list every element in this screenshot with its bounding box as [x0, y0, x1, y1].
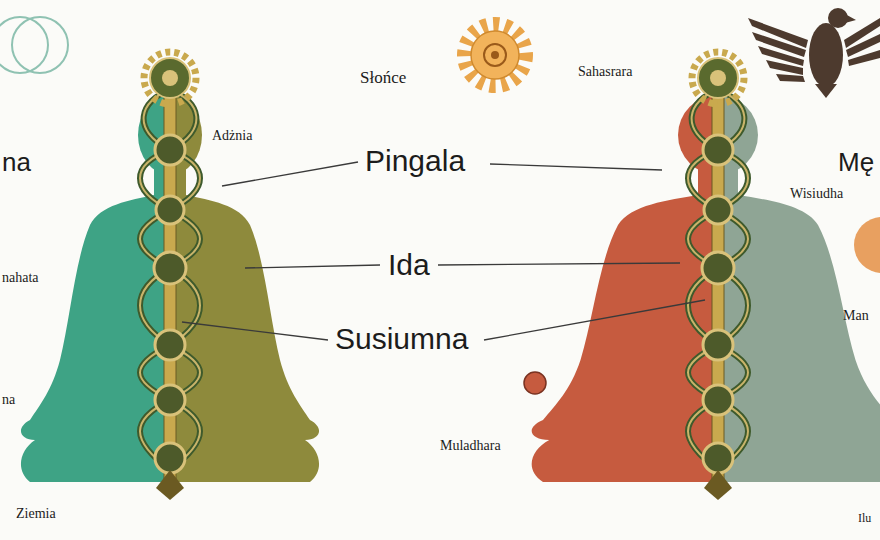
- chakra-label: na: [2, 392, 15, 408]
- side-heading: Mę: [838, 148, 874, 178]
- channel-label: Pingala: [365, 144, 465, 179]
- chakra-label: nahata: [2, 270, 39, 286]
- mudra-hand: [524, 372, 546, 394]
- channel-label: Ida: [388, 248, 430, 283]
- right-chakra-column: [688, 52, 748, 500]
- element-label: Ziemia: [16, 506, 56, 522]
- chakra-label: Wisiudha: [790, 186, 843, 202]
- side-heading: na: [2, 148, 31, 178]
- circle-symbol: [12, 17, 68, 73]
- eagle-symbol: [748, 8, 880, 98]
- chakra-label: Muladhara: [440, 438, 501, 454]
- chakra-label: Man: [843, 308, 869, 324]
- symbol-label: Słońce: [360, 68, 406, 88]
- leader-line: [182, 162, 705, 340]
- credit-note: Ilu: [858, 512, 871, 526]
- left-figure: [21, 52, 319, 500]
- chakra-label: Sahasrara: [578, 64, 632, 80]
- circle-symbol: [0, 17, 48, 73]
- circle-symbol: [854, 217, 880, 273]
- chakra-label: Adżnia: [212, 128, 252, 144]
- sun-symbol: [464, 24, 526, 86]
- channel-label: Susiumna: [335, 322, 468, 357]
